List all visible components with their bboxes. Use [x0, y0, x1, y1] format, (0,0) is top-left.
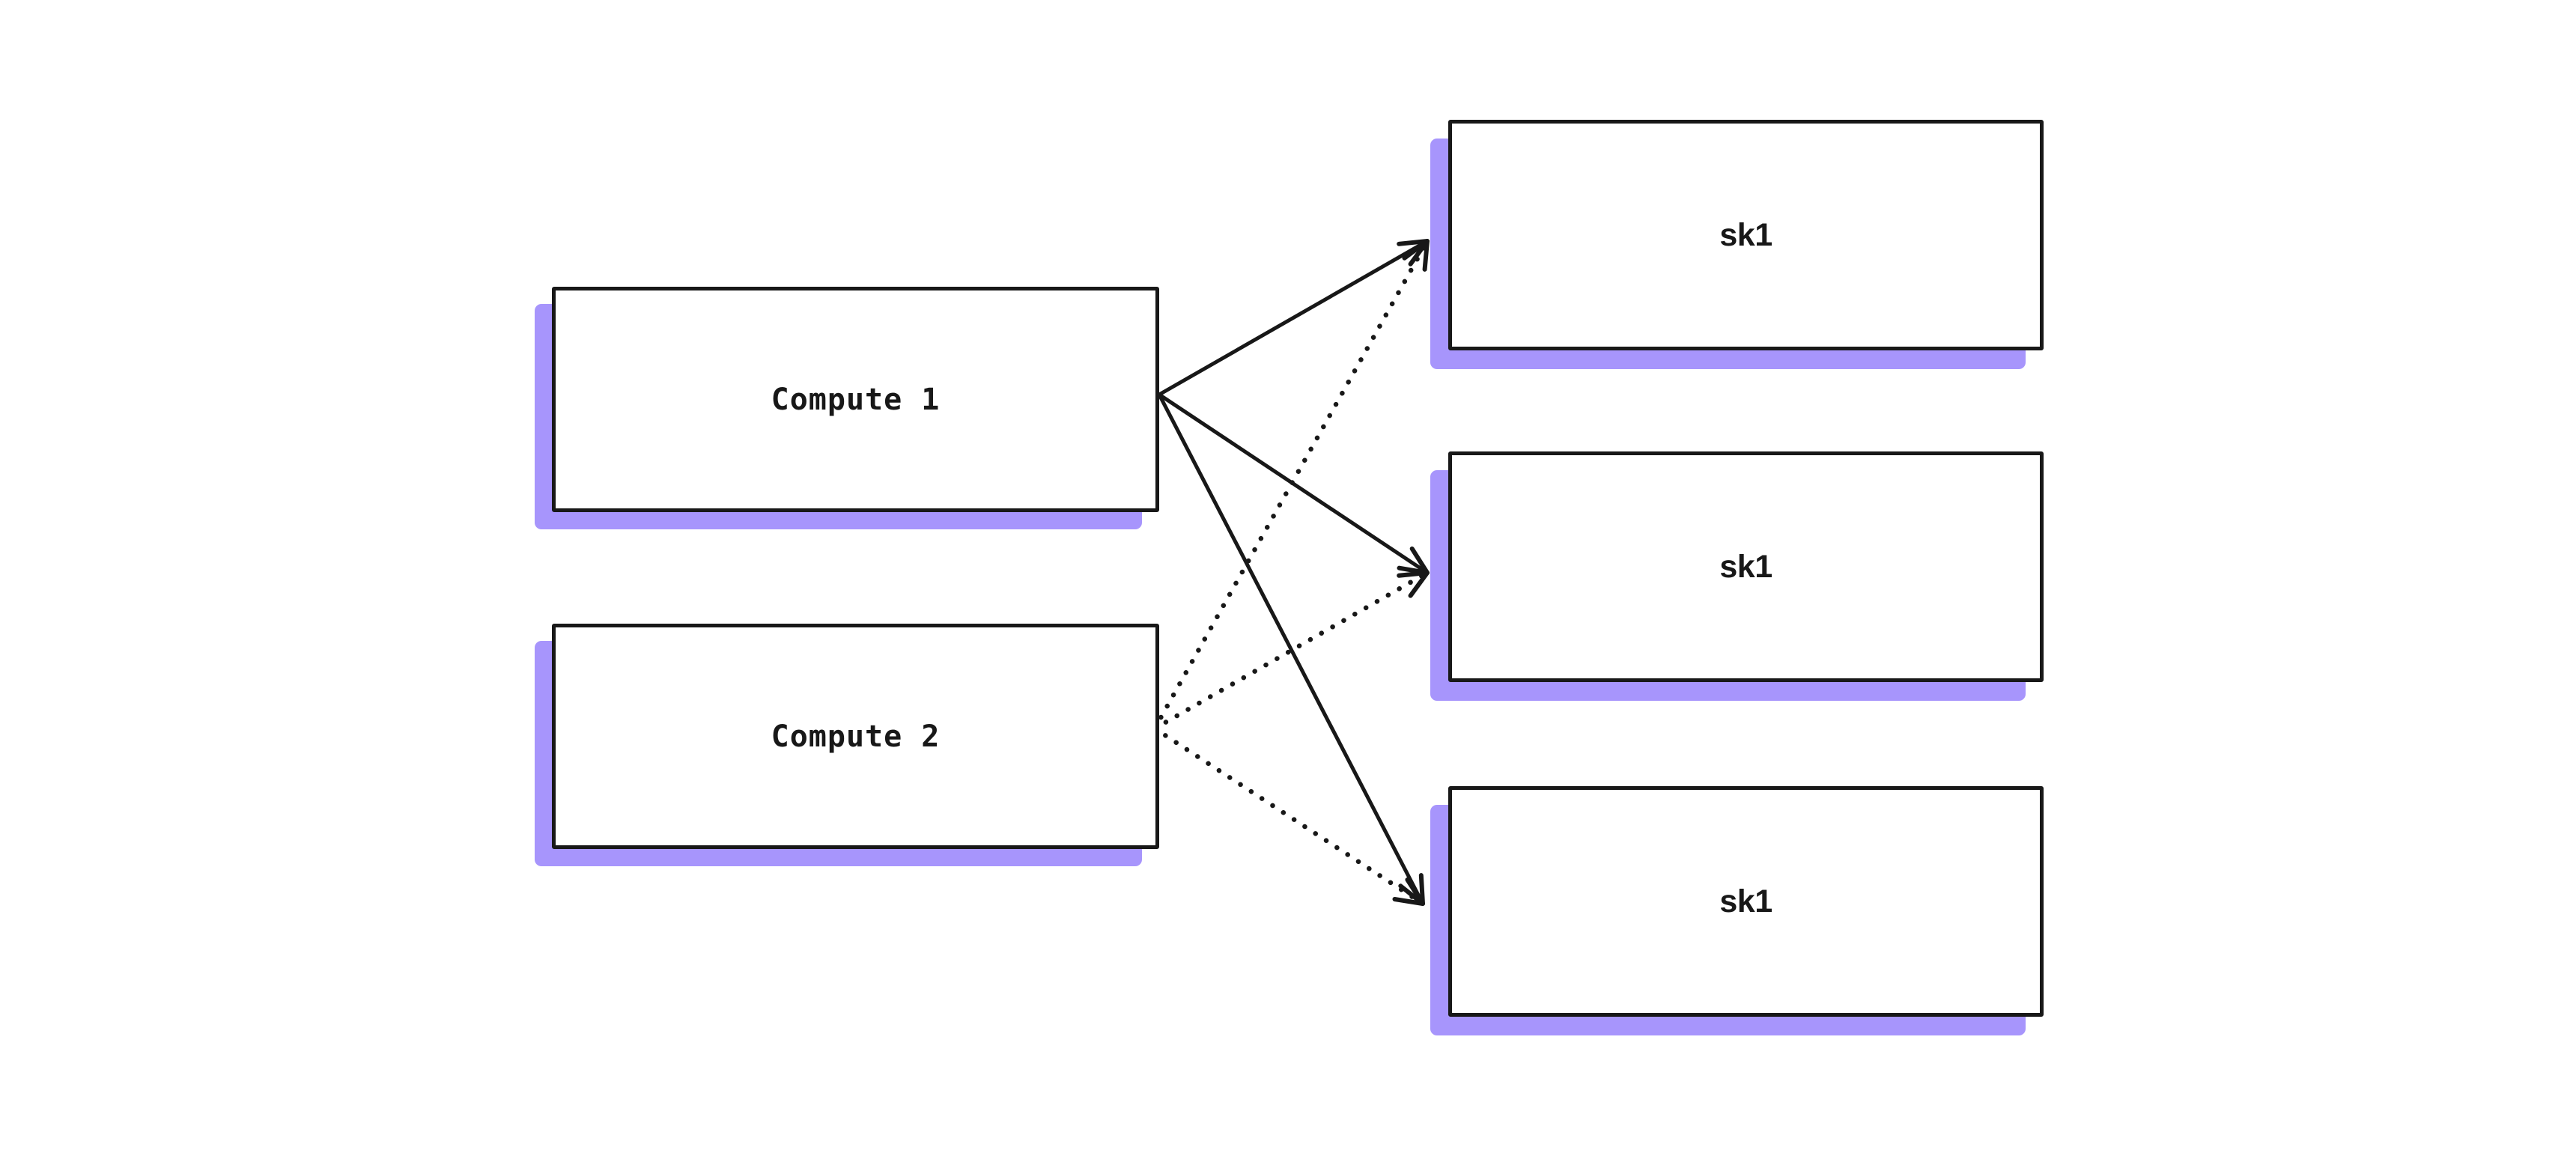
node-compute2[interactable]: Compute 2 — [552, 624, 1159, 849]
compute2-to-sk1-mid-arrowhead — [1397, 571, 1430, 598]
node-label-compute2: Compute 2 — [771, 719, 941, 754]
compute1-to-sk1-top — [1157, 241, 1426, 397]
compute2-to-sk1-top-arrowhead — [1402, 239, 1430, 272]
node-label-compute1: Compute 1 — [771, 382, 941, 417]
compute2-to-sk1-mid — [1152, 572, 1427, 731]
node-label-sk1-mid: sk1 — [1719, 548, 1772, 585]
node-sk1-top[interactable]: sk1 — [1448, 120, 2044, 350]
node-sk1-bottom[interactable]: sk1 — [1448, 786, 2044, 1017]
compute1-to-sk1-mid-arrowhead — [1397, 546, 1430, 575]
node-sk1-mid[interactable]: sk1 — [1448, 451, 2044, 682]
node-label-sk1-top: sk1 — [1719, 216, 1772, 253]
compute2-to-sk1-top — [1152, 242, 1428, 731]
node-label-sk1-bottom: sk1 — [1719, 883, 1772, 919]
compute2-to-sk1-bottom-arrowhead — [1392, 877, 1425, 906]
compute2-to-sk1-bottom — [1152, 725, 1422, 904]
node-compute1[interactable]: Compute 1 — [552, 287, 1159, 512]
compute1-to-sk1-bottom — [1157, 392, 1423, 902]
